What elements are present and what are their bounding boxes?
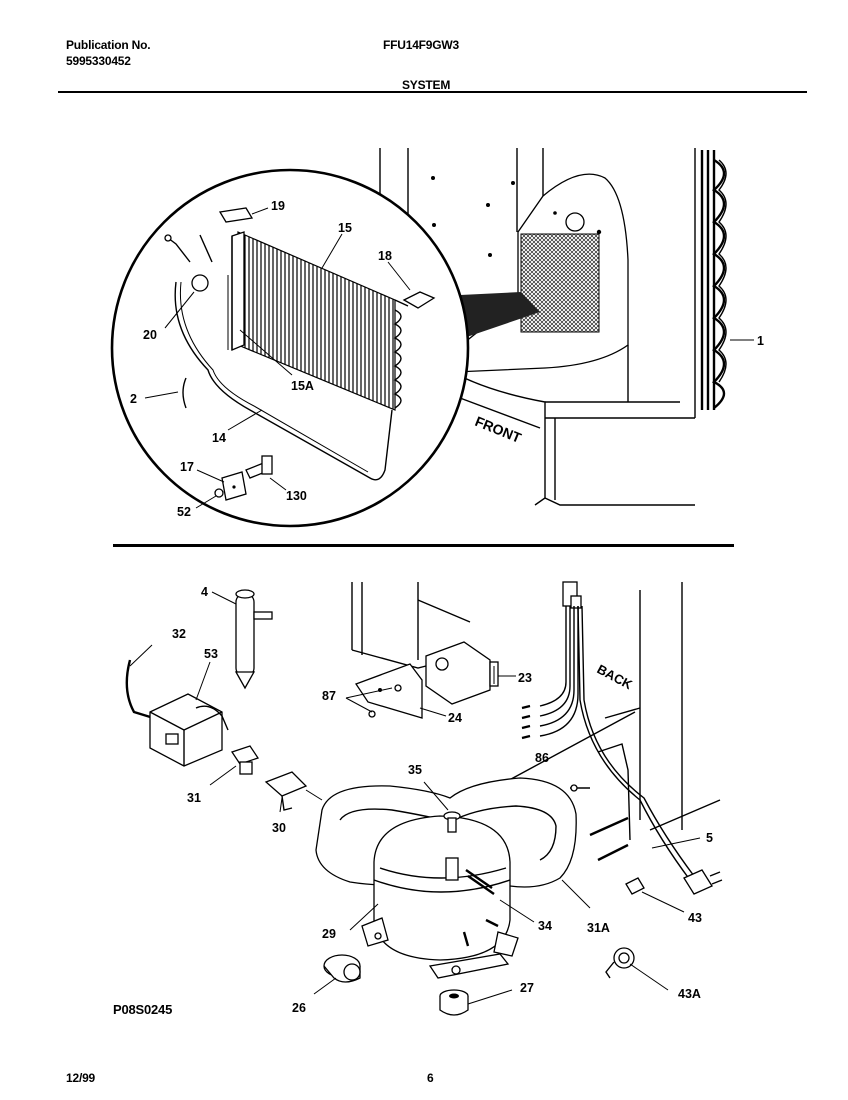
callout-43A: 43A (678, 987, 701, 1001)
callout-15: 15 (338, 221, 352, 235)
callout-17: 17 (180, 460, 194, 474)
callout-18: 18 (378, 249, 392, 263)
part-31-connector (230, 745, 260, 775)
callout-2: 2 (130, 392, 137, 406)
section-title: SYSTEM (402, 78, 451, 92)
callout-35: 35 (408, 763, 422, 777)
callout-30: 30 (272, 821, 286, 835)
part-30-terminal-cover (264, 771, 323, 811)
part-4-drier (234, 589, 273, 690)
callout-52: 52 (177, 505, 191, 519)
callout-24: 24 (448, 711, 462, 725)
part-5-power-cord (683, 869, 723, 895)
callout-53: 53 (204, 647, 218, 661)
model-number: FFU14F9GW3 (383, 38, 460, 52)
callout-34: 34 (538, 919, 552, 933)
part-29-compressor (361, 815, 519, 979)
part-35-screw (443, 811, 461, 833)
part-26-capacitor (323, 954, 361, 983)
part-18-block (402, 291, 436, 309)
part-43a-clamp (605, 947, 635, 979)
publication-number: 5995330452 (66, 54, 131, 68)
part-2-clip (182, 377, 187, 409)
page-number: 6 (427, 1071, 434, 1085)
callout-4: 4 (201, 585, 208, 599)
part-27-grommet (439, 989, 469, 1016)
evaporator-fins (227, 231, 409, 411)
footer-date: 12/99 (66, 1071, 96, 1085)
callout-86: 86 (535, 751, 549, 765)
callout-130: 130 (286, 489, 307, 503)
callout-23: 23 (518, 671, 532, 685)
callout-19: 19 (271, 199, 285, 213)
part-24-bracket (355, 663, 423, 719)
publication-label: Publication No. (66, 38, 151, 52)
part-53-relay (125, 659, 229, 767)
callout-5: 5 (706, 831, 713, 845)
header-rule (58, 91, 807, 93)
section-divider (113, 544, 734, 547)
callout-20: 20 (143, 328, 157, 342)
front-label: FRONT (473, 413, 524, 446)
callout-26: 26 (292, 1001, 306, 1015)
drawing-id: P08S0245 (113, 1002, 173, 1017)
callout-14: 14 (212, 431, 226, 445)
callout-31A: 31A (587, 921, 610, 935)
callout-1: 1 (757, 334, 764, 348)
callout-27: 27 (520, 981, 534, 995)
part-23-timer (425, 641, 499, 705)
heat-exchanger-tube (174, 281, 393, 481)
part-43-clip (625, 877, 645, 895)
condenser-coil (700, 150, 727, 410)
callout-31: 31 (187, 791, 201, 805)
callout-29: 29 (322, 927, 336, 941)
callout-87: 87 (322, 689, 336, 703)
back-label: BACK (595, 661, 636, 692)
callout-43: 43 (688, 911, 702, 925)
part-19-block (218, 207, 254, 223)
part-52-washer (214, 488, 224, 498)
callout-32: 32 (172, 627, 186, 641)
callout-15A: 15A (291, 379, 314, 393)
part-20-sensor (191, 274, 209, 292)
wire-harness (521, 581, 695, 881)
